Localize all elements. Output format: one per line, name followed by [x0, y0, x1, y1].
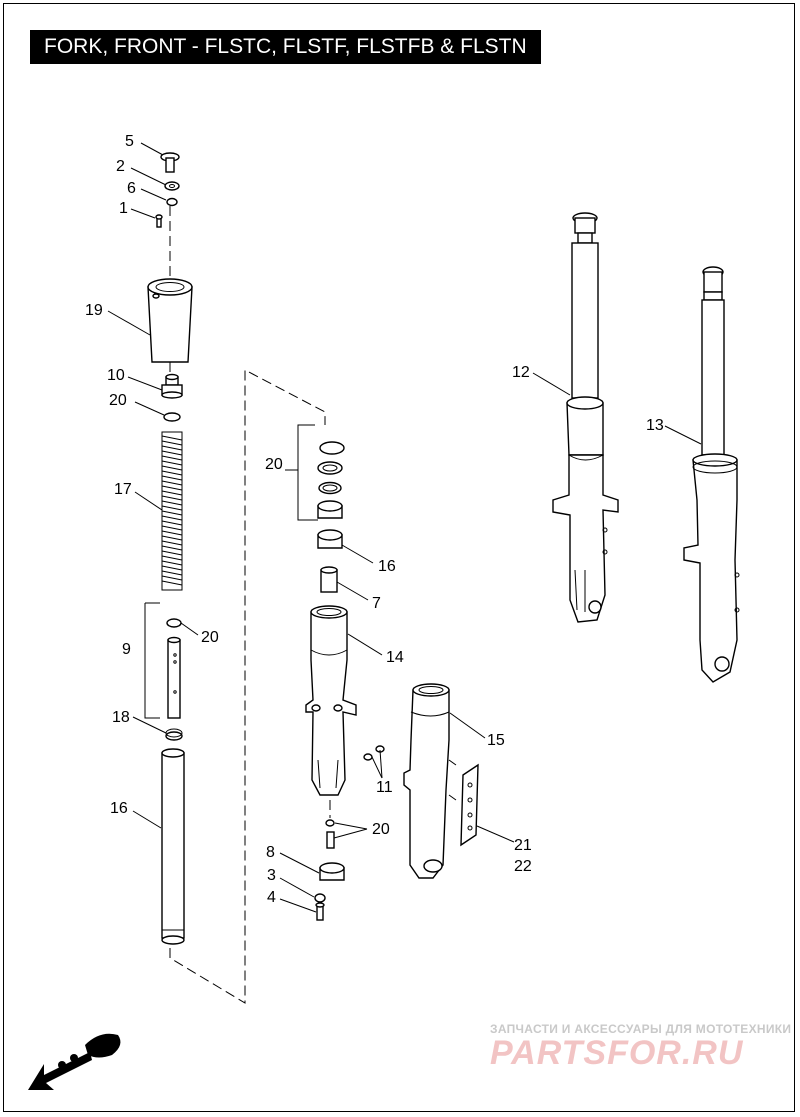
part-21-22-decal[interactable] — [460, 763, 479, 847]
callout-9: 9 — [122, 641, 131, 658]
callout-11: 11 — [376, 779, 393, 796]
callout-8: 8 — [266, 844, 275, 861]
part-12-fork-assembly[interactable] — [552, 212, 619, 623]
part-17-fork-spring[interactable] — [161, 431, 183, 591]
part-20-oring[interactable] — [163, 412, 181, 422]
motorcycle-direction-arrow-icon — [28, 1033, 121, 1090]
part-10-fork-cap[interactable] — [161, 373, 183, 399]
callout-1: 1 — [119, 200, 128, 217]
callout-12: 12 — [512, 364, 530, 381]
part-7-damper-lock[interactable] — [320, 566, 338, 593]
callout-16: 16 — [378, 558, 396, 575]
callout-5: 5 — [125, 133, 134, 150]
callout-6: 6 — [127, 180, 136, 197]
callout-14: 14 — [386, 649, 404, 666]
callout-2: 2 — [116, 158, 125, 175]
part-20-seal-kit[interactable] — [317, 441, 345, 519]
callout-labels: 5 2 6 1 19 10 20 17 9 20 18 16 20 16 7 1… — [85, 133, 664, 906]
page-title: FORK, FRONT - FLSTC, FLSTF, FLSTFB & FLS… — [30, 30, 541, 64]
callout-7: 7 — [372, 595, 381, 612]
callout-10: 10 — [107, 367, 125, 384]
callout-22: 22 — [514, 858, 532, 875]
part-2-washer[interactable] — [164, 181, 180, 191]
callout-18: 18 — [112, 709, 130, 726]
callout-13: 13 — [646, 417, 664, 434]
part-16-bushing[interactable] — [317, 529, 343, 549]
callout-3: 3 — [267, 867, 276, 884]
callout-20: 20 — [109, 392, 127, 409]
part-6-oring[interactable] — [166, 197, 178, 207]
part-20-drain-seals[interactable] — [325, 819, 335, 849]
part-18-bushing[interactable] — [165, 728, 183, 741]
callout-20: 20 — [372, 821, 390, 838]
leader-lines — [107, 142, 702, 913]
diagram-frame — [3, 3, 795, 1112]
part-14-fork-slider[interactable] — [305, 605, 357, 796]
part-5-bolt[interactable] — [160, 152, 180, 173]
part-4-bolt[interactable] — [315, 902, 325, 921]
watermark-tagline: ЗАПЧАСТИ И АКСЕССУАРЫ ДЛЯ МОТОТЕХНИКИ — [490, 1022, 792, 1036]
part-8-axle-cap[interactable] — [319, 862, 345, 881]
part-15-fork-slider[interactable] — [403, 683, 457, 879]
callout-21: 21 — [514, 837, 532, 854]
part-1-screw[interactable] — [155, 214, 163, 228]
callout-20: 20 — [201, 629, 219, 646]
callout-15: 15 — [487, 732, 505, 749]
part-16-fork-tube[interactable] — [161, 748, 185, 945]
bracket-20 — [297, 424, 318, 521]
watermark-brand: PARTSFOR.RU — [490, 1034, 744, 1072]
part-9-damper-tube[interactable] — [144, 602, 182, 719]
callout-17: 17 — [114, 481, 132, 498]
part-13-fork-assembly[interactable] — [683, 266, 740, 683]
callout-19: 19 — [85, 302, 103, 319]
callout-20: 20 — [265, 456, 283, 473]
part-3-washer[interactable] — [314, 893, 326, 903]
callout-16: 16 — [110, 800, 128, 817]
callout-4: 4 — [267, 889, 276, 906]
part-19-fork-cover[interactable] — [147, 278, 193, 363]
